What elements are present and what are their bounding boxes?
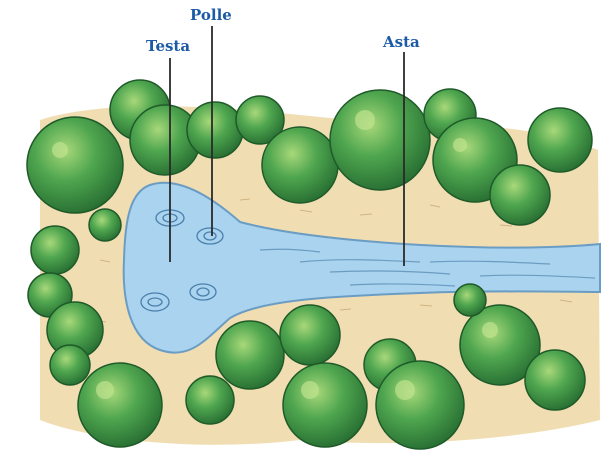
label-testa: Testa xyxy=(146,37,190,55)
label-asta: Asta xyxy=(383,33,420,51)
label-polle: Polle xyxy=(190,6,232,24)
